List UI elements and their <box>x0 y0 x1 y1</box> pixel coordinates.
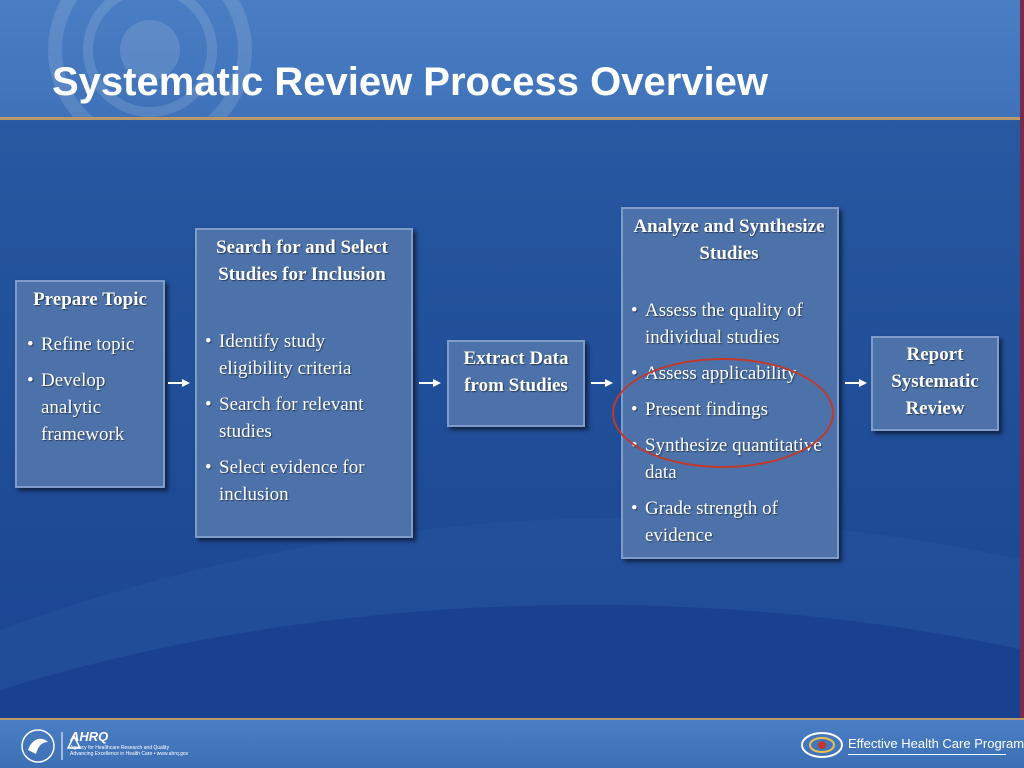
footer-band: AHRQ Agency for Healthcare Research and … <box>0 718 1024 768</box>
flow-arrow-icon <box>591 379 613 387</box>
step-report: Report Systematic Review <box>871 336 999 431</box>
step-bullets: •Refine topic •Develop analytic framewor… <box>23 331 157 448</box>
bullet-item: •Grade strength of evidence <box>631 498 778 546</box>
header-band: Systematic Review Process Overview <box>0 0 1024 120</box>
program-name-underline <box>848 754 1006 755</box>
step-title: Report Systematic Review <box>891 344 979 419</box>
flow-arrow-icon <box>419 379 441 387</box>
step-title: Search for and Select Studies for Inclus… <box>216 237 388 285</box>
effective-health-care-logo-icon <box>801 732 843 758</box>
bullet-item: •Assess the quality of individual studie… <box>631 300 803 348</box>
flow-arrow-icon <box>168 379 190 387</box>
slide-title: Systematic Review Process Overview <box>52 60 768 104</box>
bullet-item: •Select evidence for inclusion <box>205 457 365 505</box>
bullet-item: •Develop analytic framework <box>27 370 125 445</box>
bullet-item: •Refine topic <box>27 334 135 355</box>
header-divider <box>0 117 1024 120</box>
right-edge-stripe <box>1020 0 1024 768</box>
hhs-eagle-logo-icon <box>21 729 82 763</box>
flow-arrow-icon <box>845 379 867 387</box>
step-extract-data: Extract Data from Studies <box>447 340 585 427</box>
program-name: Effective Health Care Program <box>848 736 1024 751</box>
step-bullets: •Identify study eligibility criteria •Se… <box>201 328 403 508</box>
ahrq-tagline: Agency for Healthcare Research and Quali… <box>70 745 189 757</box>
step-search-select: Search for and Select Studies for Inclus… <box>195 228 413 538</box>
watermark-logo-icon <box>48 0 252 120</box>
step-prepare-topic: Prepare Topic •Refine topic •Develop ana… <box>15 280 165 488</box>
bullet-item: •Identify study eligibility criteria <box>205 331 352 379</box>
ahrq-logo-text: AHRQ <box>70 729 109 744</box>
step-title: Analyze and Synthesize Studies <box>633 216 825 264</box>
highlight-ellipse <box>612 358 834 468</box>
bullet-item: •Search for relevant studies <box>205 394 364 442</box>
step-title: Prepare Topic <box>33 289 147 310</box>
step-title: Extract Data from Studies <box>463 348 569 396</box>
